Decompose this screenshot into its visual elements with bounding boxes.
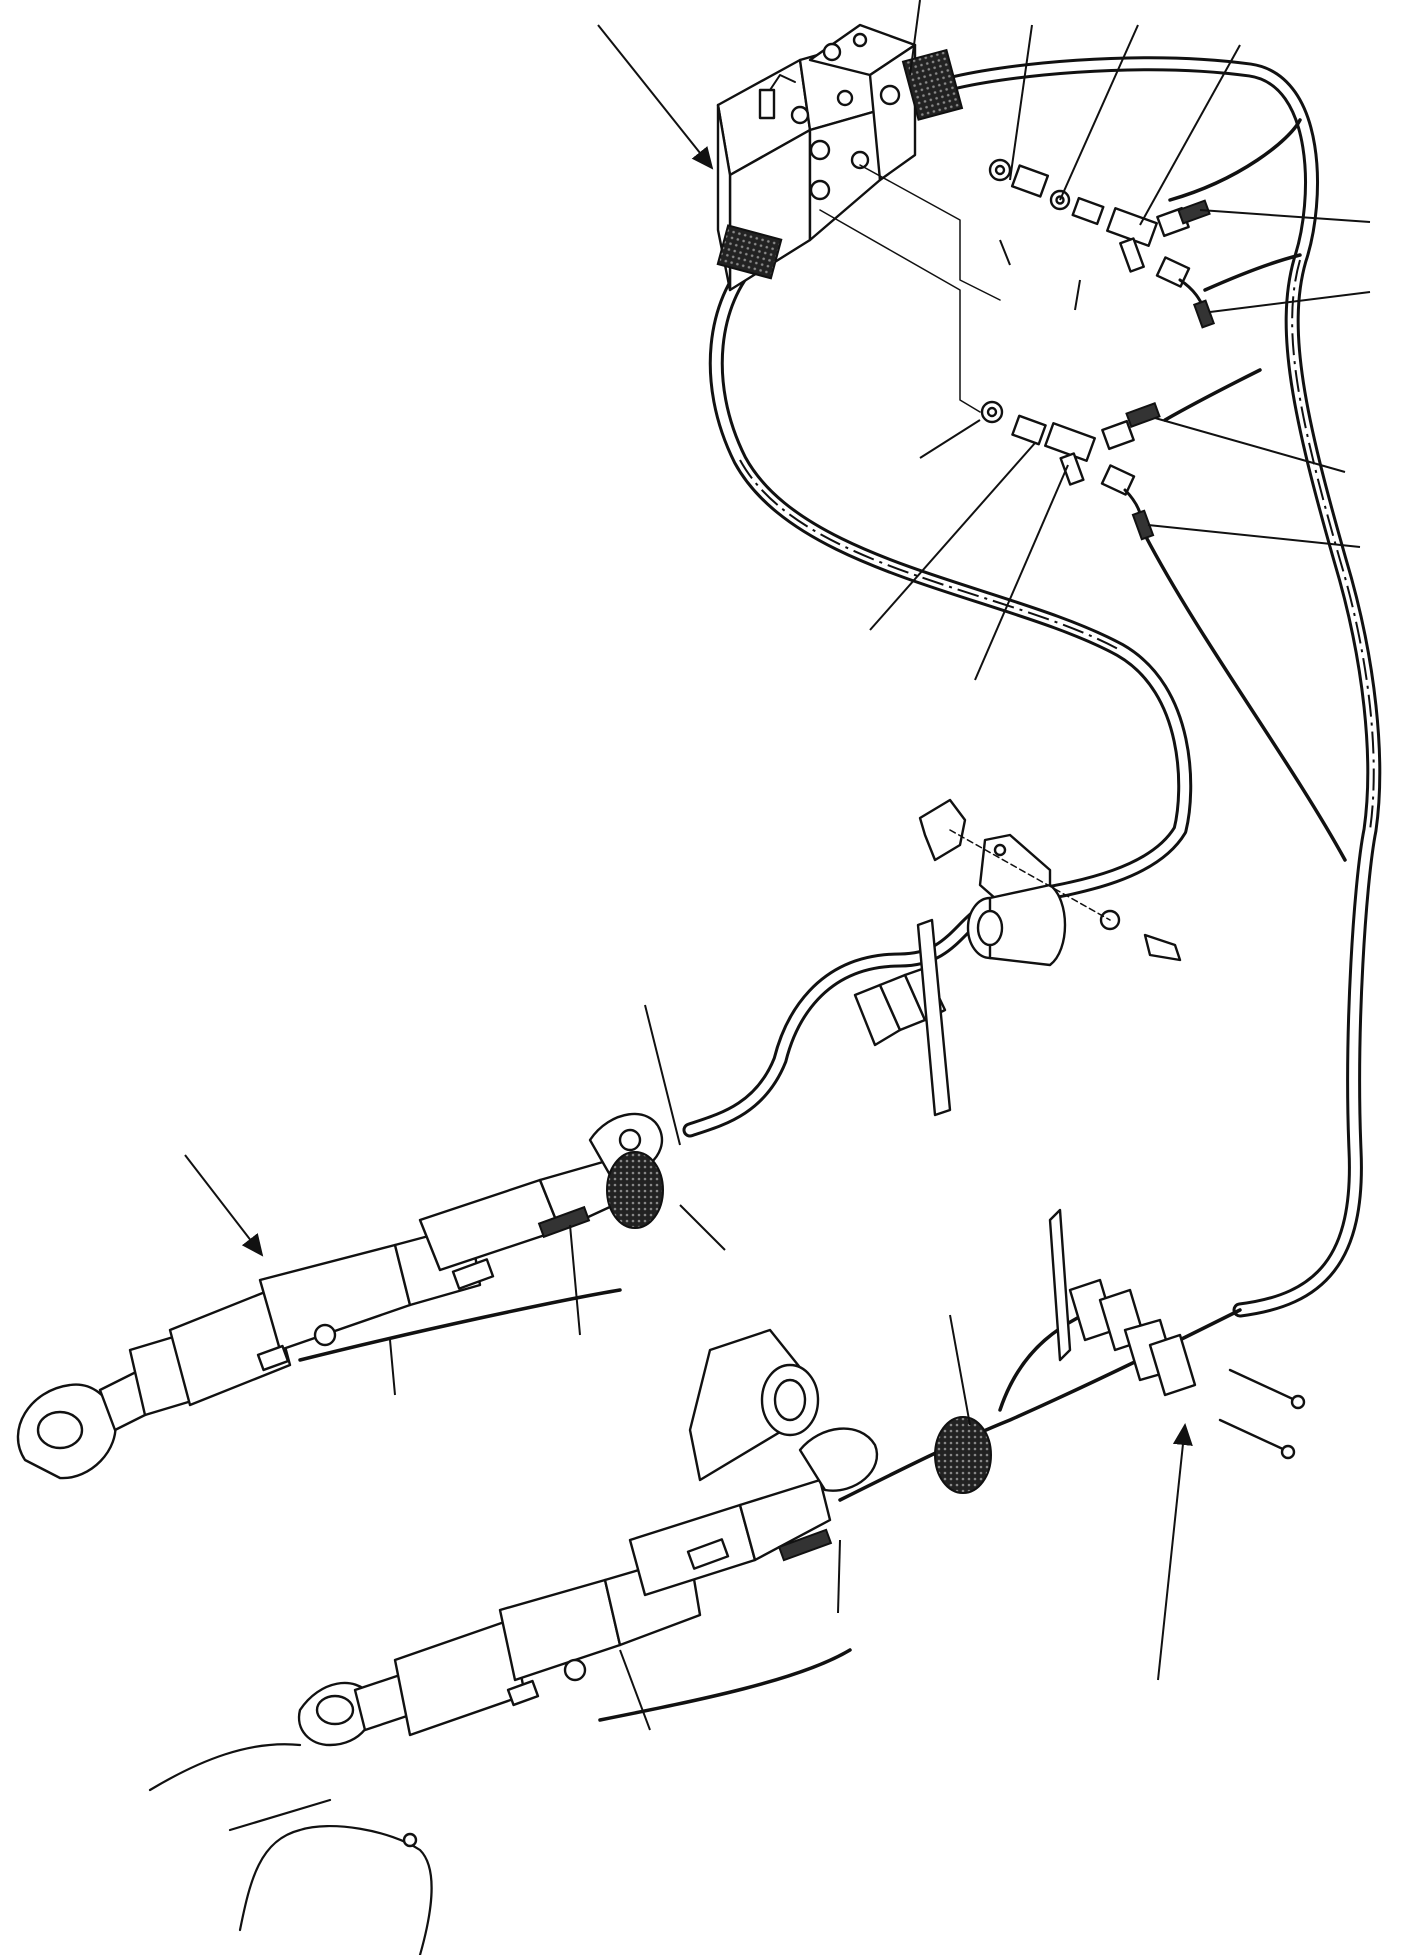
main-hose-left — [682, 254, 1193, 1138]
clamp-block-middle — [853, 918, 952, 1117]
thin-hose-long-diagonal — [1143, 533, 1347, 862]
thin-hose-upper-right — [1168, 118, 1302, 202]
main-hose-right — [937, 56, 1382, 1318]
lift-cylinder-lower — [148, 1328, 992, 1955]
clamp-block-lower — [1048, 1208, 1306, 1460]
thin-hose-to-lower-cylinder — [598, 1648, 852, 1722]
pointer-arrows — [184, 24, 1193, 1681]
thin-hose-to-upper-cylinder — [298, 1288, 622, 1362]
fittings-lower-row — [980, 400, 1161, 541]
thin-hose-middle — [1163, 368, 1262, 422]
fittings-upper-row — [988, 158, 1216, 329]
thin-hose-return — [1203, 253, 1302, 292]
valve-block — [716, 23, 964, 292]
bushing-bracket — [918, 798, 1182, 967]
thin-hose-lower-run — [838, 1308, 1242, 1502]
callout-leaders — [389, 0, 1371, 1731]
lift-cylinder-upper — [16, 1112, 664, 1480]
